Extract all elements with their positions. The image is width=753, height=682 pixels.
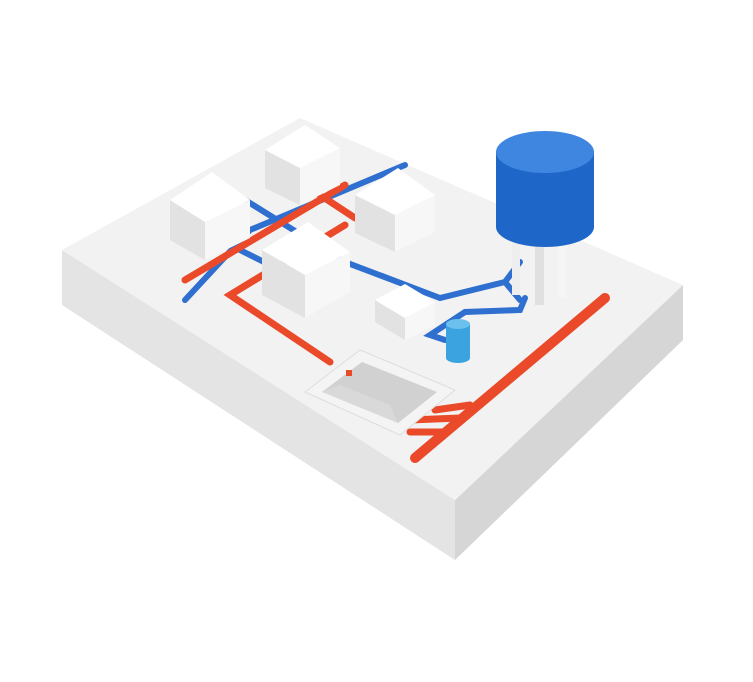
slab-right-face [455,285,683,560]
pump-house [375,284,435,340]
red-pipe-network [181,181,610,463]
house-left [170,172,250,260]
house-front [262,222,350,318]
water-tower [496,131,594,305]
small-water-tank [446,319,470,363]
sewer-pit [304,349,456,436]
slab-left-face [62,250,455,560]
house-back [265,125,340,205]
house-right [355,168,435,252]
